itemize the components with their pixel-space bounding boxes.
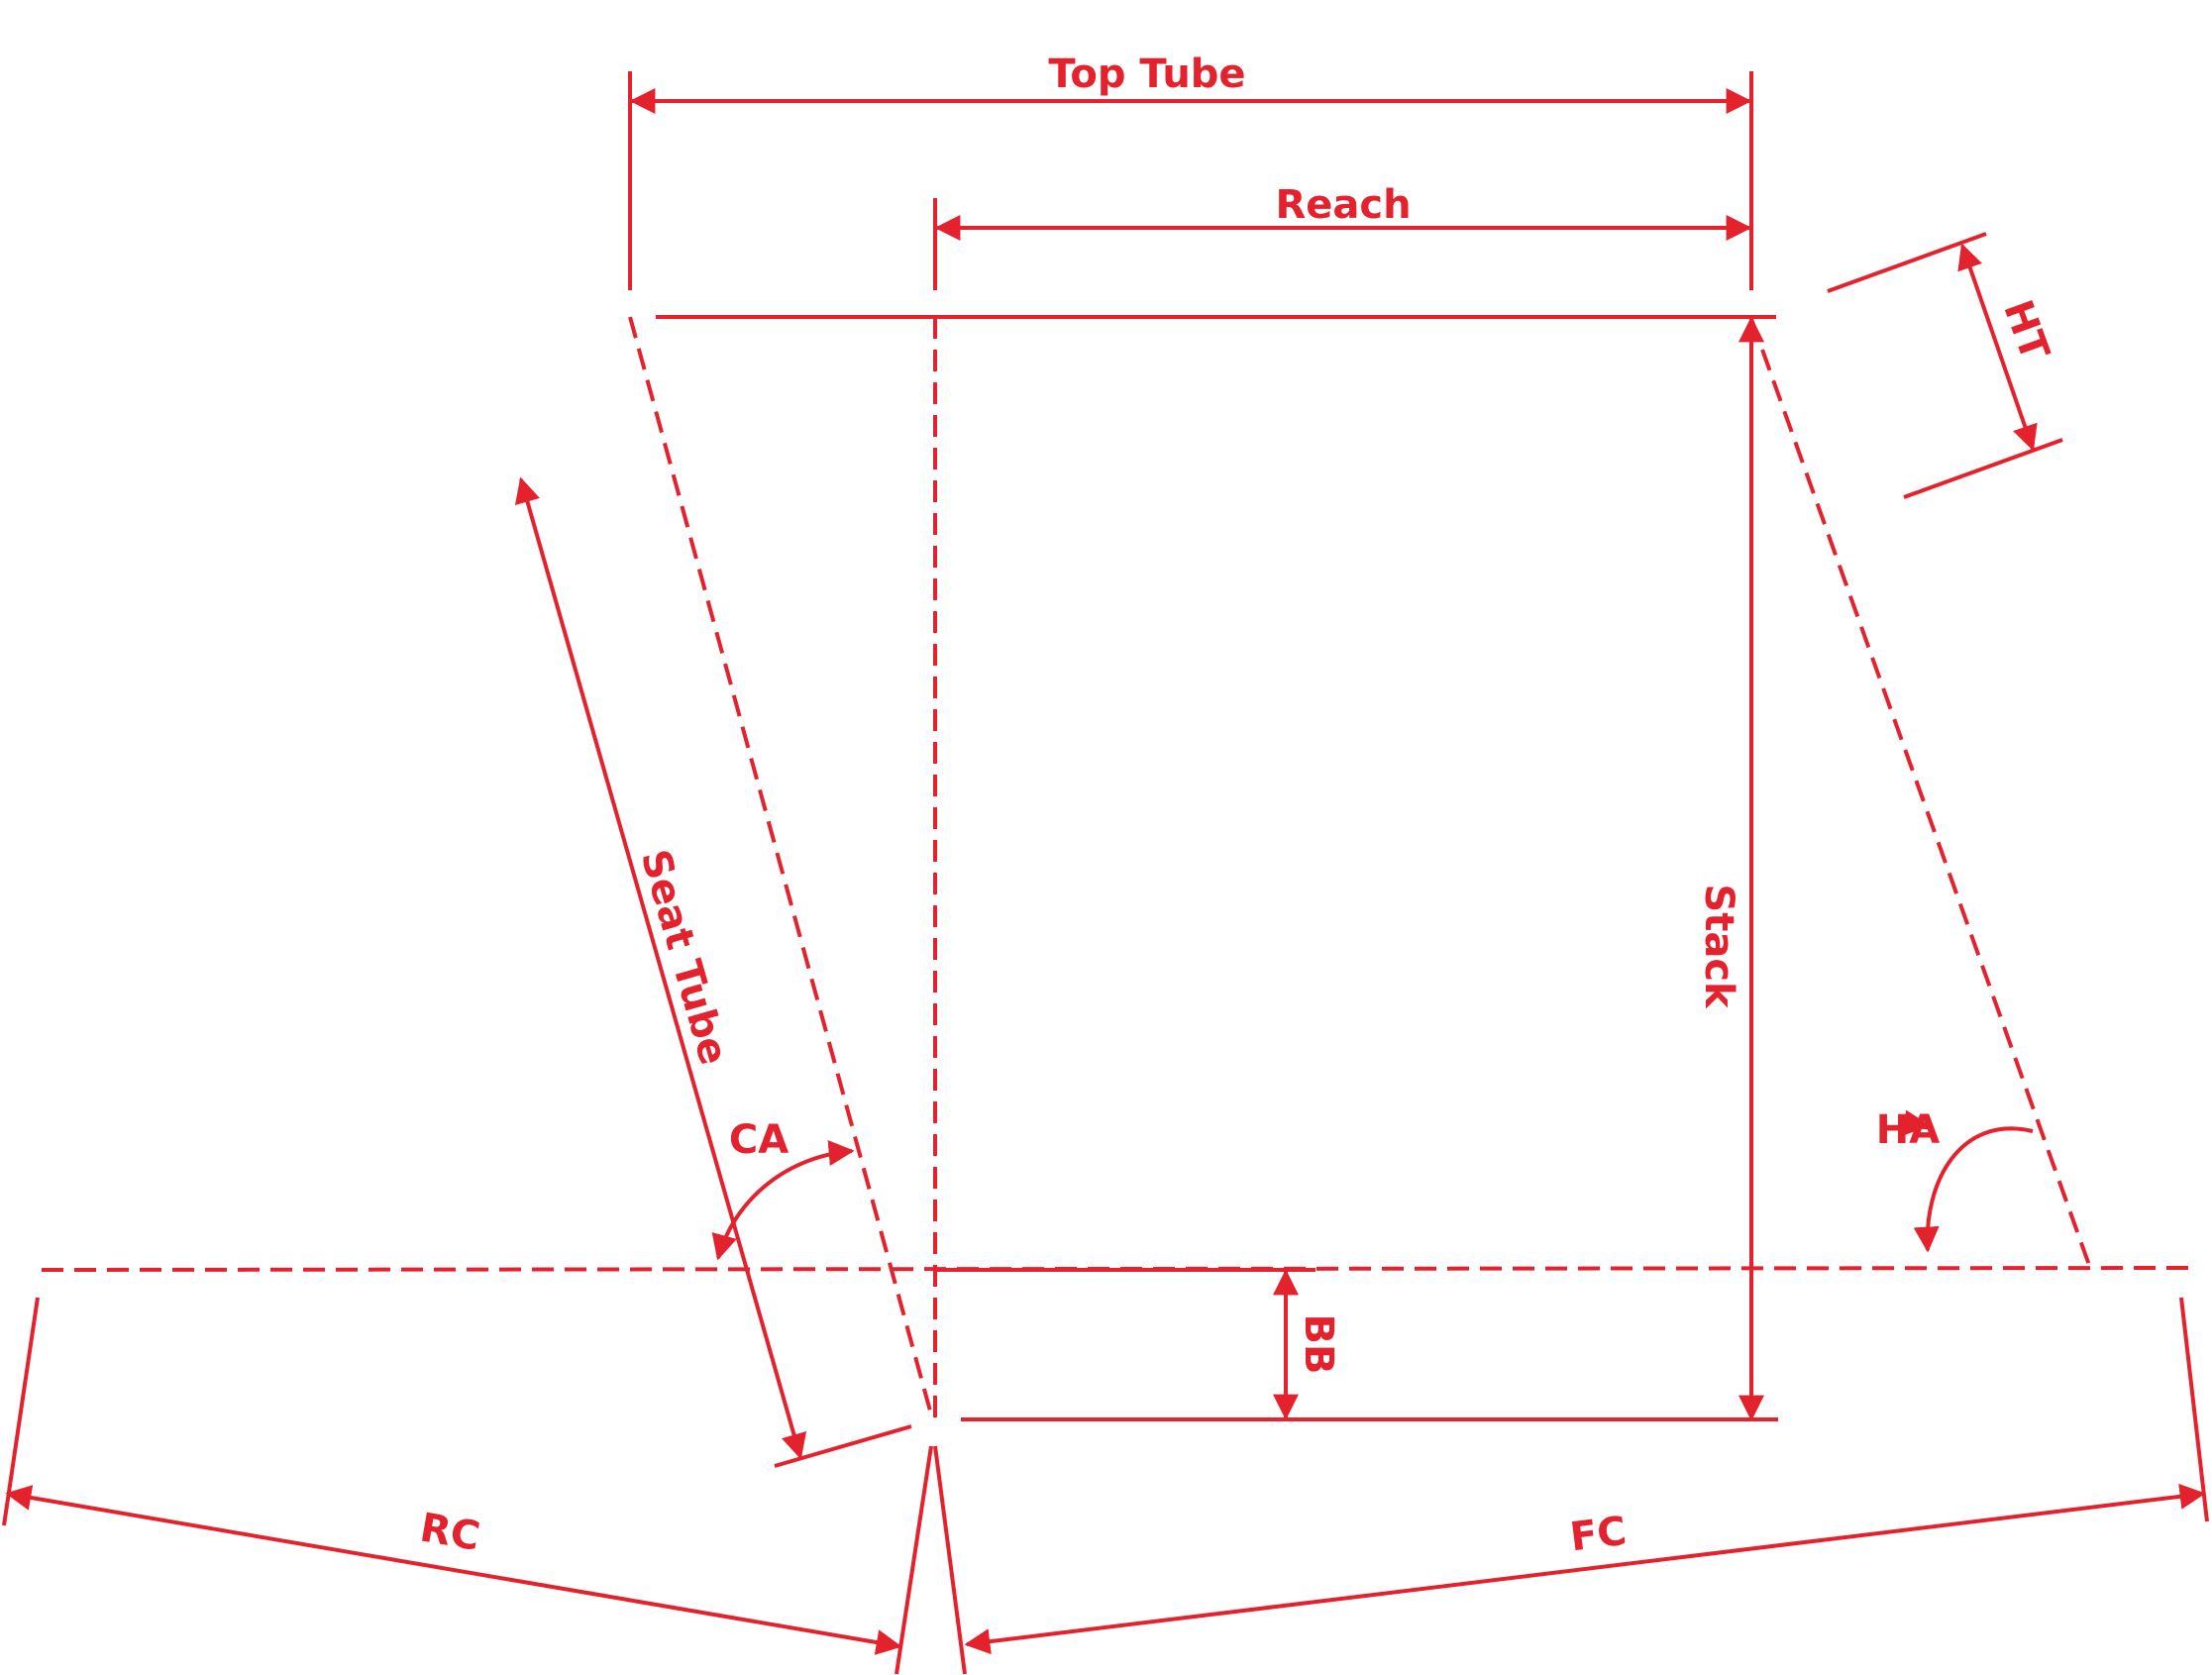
front-axle-extension: [2179, 1297, 2209, 1522]
rc-left-extension-from-bb: [895, 1445, 933, 1675]
front-center-dimension-arrow: [964, 1483, 2206, 1655]
reach-label: Reach: [1275, 182, 1411, 228]
head-angle-label: HA: [1876, 1107, 1940, 1153]
seat-tube-dimension-arrow: [514, 476, 807, 1460]
stack-label: Stack: [1696, 884, 1741, 1009]
head-tube-top-tick: [1827, 232, 1987, 293]
front-center-label: FC: [1567, 1509, 1629, 1561]
seat-tube-bottom-tick: [774, 1424, 912, 1468]
seat-angle-label: CA: [729, 1117, 789, 1163]
bb-label: BB: [1296, 1314, 1341, 1375]
head-tube-dimension-arrow: [1957, 243, 2038, 452]
head-angle-arc-arrow: [1901, 1123, 2034, 1250]
head-tube-bottom-tick: [1903, 438, 2063, 499]
rear-center-dimension-arrow: [5, 1485, 902, 1655]
rear-axle-extension: [2, 1297, 40, 1526]
head-tube-label: HT: [1994, 294, 2057, 367]
head-tube-centerline: [1749, 318, 2092, 1269]
seat-tube-label: Seat Tube: [632, 845, 737, 1070]
rear-center-label: RC: [417, 1505, 483, 1559]
fc-right-extension-from-bb: [933, 1445, 967, 1675]
seat-angle-arc-arrow: [711, 1140, 855, 1261]
top-tube-label: Top Tube: [1048, 52, 1245, 97]
